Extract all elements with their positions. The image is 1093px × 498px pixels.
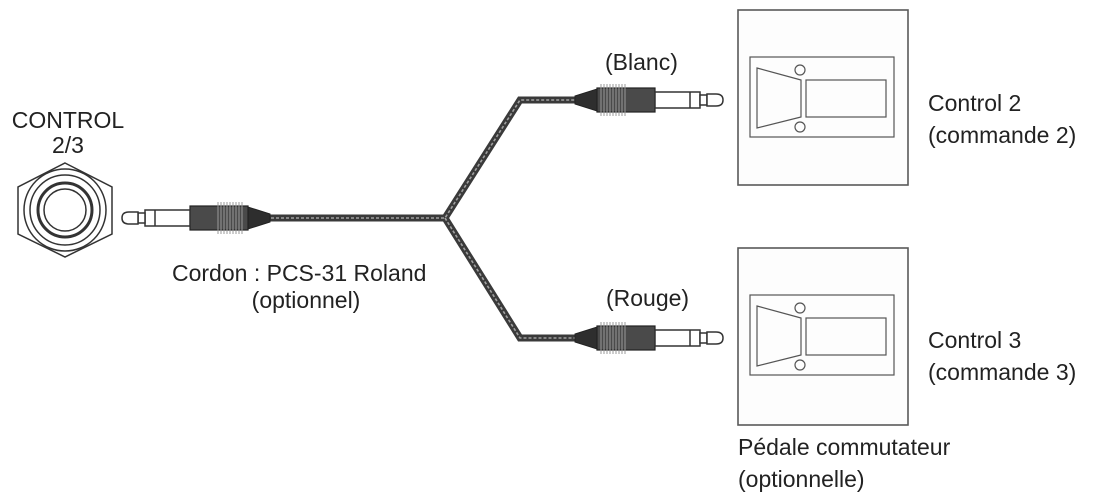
pivot-circle bbox=[794, 121, 806, 133]
plug-tip bbox=[121, 211, 139, 225]
footswitch-control-3 bbox=[737, 247, 909, 426]
footswitch-control-2 bbox=[737, 9, 909, 186]
jack-label: CONTROL bbox=[12, 107, 125, 133]
pivot-circle bbox=[794, 302, 806, 314]
pedal-caption: Pédale commutateur bbox=[738, 434, 951, 460]
plug-grip bbox=[189, 205, 249, 231]
plug-grip bbox=[596, 87, 656, 113]
plug-sleeve bbox=[654, 329, 701, 347]
pedal-label-control-3: Control 3 bbox=[928, 327, 1021, 353]
plug-neck bbox=[137, 212, 146, 224]
pedal-outline bbox=[737, 9, 909, 186]
pedal-label-control-2: Control 2 bbox=[928, 90, 1021, 116]
plug-red bbox=[574, 322, 724, 354]
jack-nut bbox=[17, 162, 113, 258]
jack-number-label: 2/3 bbox=[52, 132, 84, 158]
cable-optional-note: (optionnel) bbox=[252, 287, 361, 313]
cable-texture bbox=[266, 99, 578, 339]
y-cable bbox=[266, 96, 578, 342]
plug-sleeve bbox=[654, 91, 701, 109]
pedal-frame bbox=[749, 294, 895, 376]
jack-hole bbox=[43, 188, 87, 232]
pedal-trapezoid bbox=[756, 67, 802, 129]
strain-relief bbox=[574, 326, 598, 350]
plug-grip-ribs bbox=[217, 202, 243, 234]
control-jack-socket bbox=[17, 162, 113, 258]
plug-grip-ribs bbox=[600, 322, 626, 354]
pedal-body bbox=[805, 79, 887, 118]
jack-hole-rim bbox=[36, 181, 94, 239]
plug-jack-side bbox=[121, 202, 271, 234]
strain-relief bbox=[247, 206, 271, 230]
plug-neck bbox=[699, 94, 708, 106]
pivot-circle bbox=[794, 359, 806, 371]
pedal-sub-label-control-2: (commande 2) bbox=[928, 122, 1076, 148]
pedal-body bbox=[805, 317, 887, 356]
plug-neck bbox=[699, 332, 708, 344]
plug-tip bbox=[706, 93, 724, 107]
jack-outer-ring bbox=[23, 168, 107, 252]
plug-sleeve bbox=[144, 209, 191, 227]
pedal-caption-optional: (optionnelle) bbox=[738, 466, 865, 492]
pedal-trapezoid bbox=[756, 305, 802, 367]
plug-tip bbox=[706, 331, 724, 345]
jack-middle-ring bbox=[29, 174, 101, 246]
pedal-frame bbox=[749, 56, 895, 138]
strain-relief bbox=[574, 88, 598, 112]
pedal-outline bbox=[737, 247, 909, 426]
pivot-circle bbox=[794, 64, 806, 76]
plug-grip-ribs bbox=[600, 84, 626, 116]
plug-white-label: (Blanc) bbox=[605, 49, 678, 75]
plug-red-label: (Rouge) bbox=[606, 285, 689, 311]
cable-name: Cordon : PCS-31 Roland bbox=[172, 260, 426, 286]
plug-white bbox=[574, 84, 724, 116]
pedal-sub-label-control-3: (commande 3) bbox=[928, 359, 1076, 385]
plug-grip bbox=[596, 325, 656, 351]
